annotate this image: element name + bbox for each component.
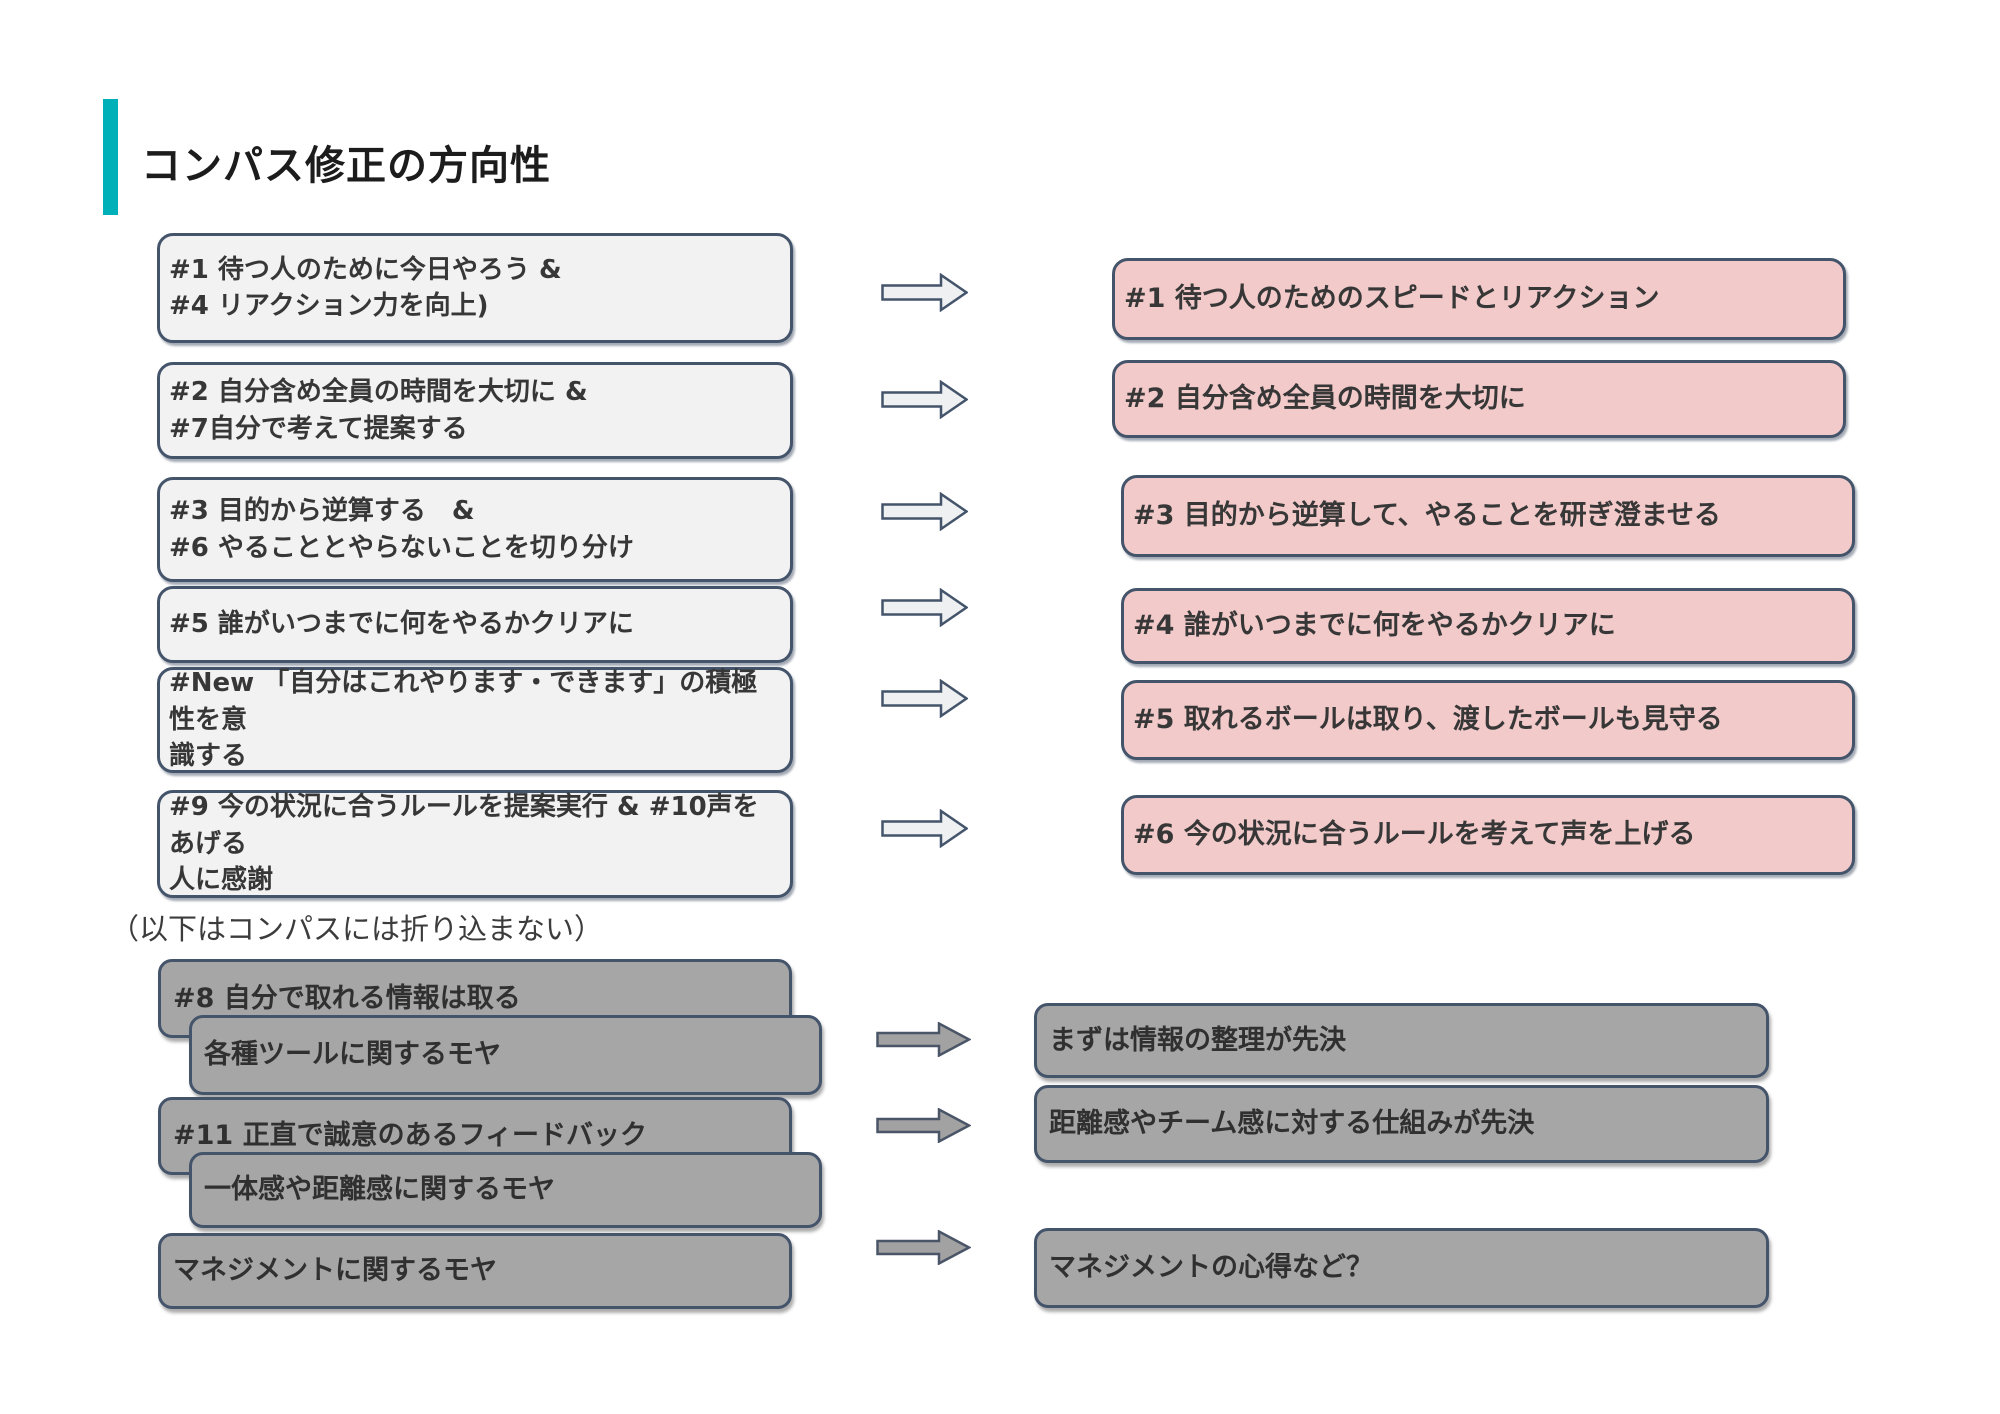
- excluded-result-box-1-label: まずは情報の整理が先決: [1049, 1024, 1346, 1056]
- source-box-6: #9 今の状況に合うルールを提案実行 & #10声をあげる 人に感謝: [157, 790, 793, 898]
- excluded-source-box-3: マネジメントに関するモヤ: [158, 1233, 792, 1309]
- excluded-topic-box-1-label: 各種ツールに関するモヤ: [204, 1039, 501, 1071]
- result-box-3: #3 目的から逆算して、やることを研ぎ澄ませる: [1121, 475, 1855, 557]
- excluded-source-box-3-label: マネジメントに関するモヤ: [173, 1255, 497, 1287]
- result-box-2-label: #2 自分含め全員の時間を大切に: [1124, 383, 1526, 415]
- excluded-topic-box-2: 一体感や距離感に関するモヤ: [189, 1152, 822, 1228]
- arrow-right-icon: [881, 272, 969, 313]
- excluded-result-box-2: 距離感やチーム感に対する仕組みが先決: [1034, 1085, 1769, 1163]
- source-box-3-label: #3 目的から逆算する & #6 やることとやらないことを切り分け: [169, 496, 634, 563]
- result-box-1: #1 待つ人のためのスピードとリアクション: [1112, 258, 1846, 340]
- result-box-2: #2 自分含め全員の時間を大切に: [1112, 360, 1846, 438]
- arrow-right-icon: [881, 587, 969, 628]
- result-box-5-label: #5 取れるボールは取り、渡したボールも見守る: [1133, 704, 1723, 736]
- arrow-right-icon: [881, 678, 969, 719]
- page-title: コンパス修正の方向性: [141, 143, 551, 189]
- excluded-topic-box-2-label: 一体感や距離感に関するモヤ: [204, 1174, 555, 1206]
- source-box-4-label: #5 誰がいつまでに何をやるかクリアに: [169, 609, 634, 640]
- excluded-source-box-2-label: #11 正直で誠意のあるフィードバック: [173, 1120, 648, 1152]
- arrow-right-icon: [881, 491, 969, 532]
- excluded-result-box-3-label: マネジメントの心得など？: [1049, 1252, 1373, 1284]
- source-box-6-label: #9 今の状況に合うルールを提案実行 & #10声をあげる 人に感謝: [169, 792, 759, 896]
- source-box-2-label: #2 自分含め全員の時間を大切に & #7自分で考えて提案する: [169, 377, 588, 444]
- source-box-5-label: #New 「自分はこれやります・できます」の積極性を意 識する: [169, 668, 758, 772]
- result-box-1-label: #1 待つ人のためのスピードとリアクション: [1124, 283, 1660, 315]
- source-box-4: #5 誰がいつまでに何をやるかクリアに: [157, 586, 793, 663]
- excluded-result-box-3: マネジメントの心得など？: [1034, 1228, 1769, 1308]
- arrow-right-icon: [876, 1229, 972, 1266]
- result-box-6-label: #6 今の状況に合うルールを考えて声を上げる: [1133, 819, 1696, 851]
- result-box-3-label: #3 目的から逆算して、やることを研ぎ澄ませる: [1133, 500, 1721, 532]
- excluded-source-box-1-label: #8 自分で取れる情報は取る: [173, 982, 521, 1014]
- source-box-5: #New 「自分はこれやります・できます」の積極性を意 識する: [157, 667, 793, 773]
- arrow-right-icon: [876, 1107, 972, 1144]
- excluded-note: （以下はコンパスには折り込まない）: [110, 912, 604, 946]
- result-box-6: #6 今の状況に合うルールを考えて声を上げる: [1121, 795, 1855, 875]
- title-accent-bar: [103, 99, 118, 215]
- source-box-3: #3 目的から逆算する & #6 やることとやらないことを切り分け: [157, 477, 793, 582]
- source-box-1: #1 待つ人のために今日やろう & #4 リアクション力を向上): [157, 233, 793, 343]
- excluded-result-box-2-label: 距離感やチーム感に対する仕組みが先決: [1049, 1108, 1535, 1140]
- arrow-right-icon: [881, 379, 969, 420]
- excluded-topic-box-1: 各種ツールに関するモヤ: [189, 1015, 822, 1095]
- source-box-2: #2 自分含め全員の時間を大切に & #7自分で考えて提案する: [157, 362, 793, 459]
- excluded-result-box-1: まずは情報の整理が先決: [1034, 1003, 1769, 1078]
- result-box-4-label: #4 誰がいつまでに何をやるかクリアに: [1133, 610, 1616, 642]
- result-box-5: #5 取れるボールは取り、渡したボールも見守る: [1121, 680, 1855, 760]
- arrow-right-icon: [876, 1021, 972, 1058]
- result-box-4: #4 誰がいつまでに何をやるかクリアに: [1121, 588, 1855, 664]
- source-box-1-label: #1 待つ人のために今日やろう & #4 リアクション力を向上): [169, 254, 562, 321]
- arrow-right-icon: [881, 808, 969, 849]
